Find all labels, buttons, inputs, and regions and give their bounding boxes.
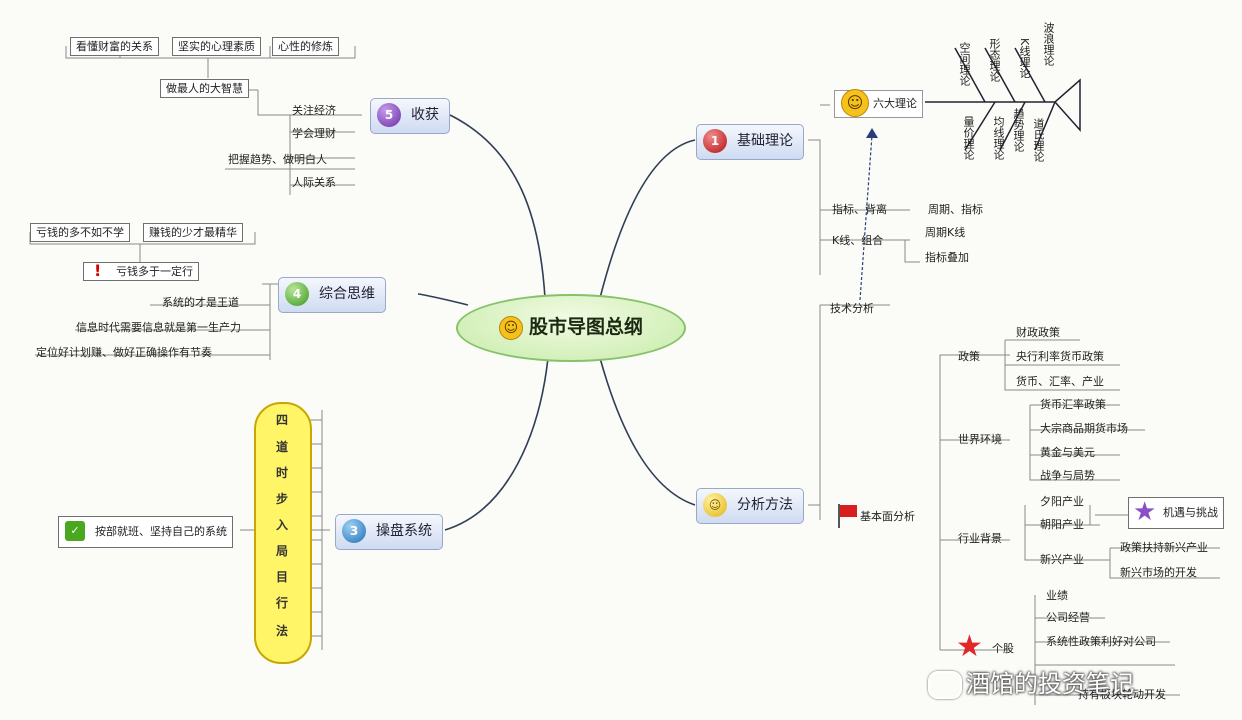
red-flag-icon (836, 504, 858, 528)
central-label: 股市导图总纲 (528, 316, 643, 338)
logo-icon (928, 671, 962, 699)
world-item-4[interactable]: 战争与局势 (1040, 469, 1095, 482)
thinking-top-1[interactable]: 亏钱的多不如不学 (30, 223, 130, 242)
company-item-4[interactable]: 持有板块轮动开发 (1078, 688, 1166, 701)
harvest-item-3[interactable]: 把握趋势、做明白人 (228, 153, 327, 166)
branch-harvest[interactable]: 5 收获 (370, 98, 450, 134)
pill-char-5: 入 (275, 518, 288, 532)
purple-star-icon: ★ (1133, 497, 1157, 527)
harvest-top-2[interactable]: 坚实的心理素质 (172, 37, 261, 56)
company-item-1[interactable]: 业绩 (1046, 589, 1068, 602)
world-item-3[interactable]: 黄金与美元 (1040, 446, 1095, 459)
world-label[interactable]: 世界环境 (958, 433, 1002, 446)
fish-bone-8: 道氏理论 (1032, 118, 1045, 162)
six-theories[interactable]: ☺ 六大理论 (834, 89, 923, 118)
harvest-item-1[interactable]: 关注经济 (292, 104, 336, 117)
red-star-icon: ★ (956, 629, 983, 664)
harvest-mid[interactable]: 做最人的大智慧 (160, 79, 249, 98)
harvest-top-1[interactable]: 看懂财富的关系 (70, 37, 159, 56)
thinking-warn[interactable]: ! 亏钱多于一定行 (83, 262, 199, 281)
theory-row2-value-1[interactable]: 周期K线 (925, 226, 966, 239)
policy-item-2[interactable]: 央行利率货币政策 (1016, 350, 1104, 363)
number-3-icon: 3 (342, 519, 366, 543)
theory-row1-value[interactable]: 周期、指标 (928, 203, 983, 216)
fundamental-analysis[interactable]: 基本面分析 (860, 510, 915, 523)
thinking-warn-label: 亏钱多于一定行 (116, 265, 193, 278)
checkmark-icon: ✓ (65, 521, 85, 541)
branch-analysis-label: 分析方法 (737, 497, 793, 513)
policy-item-3[interactable]: 货币、汇率、产业 (1016, 375, 1104, 388)
branch-theory[interactable]: 1 基础理论 (696, 124, 804, 160)
number-5-icon: 5 (377, 103, 401, 127)
industry-item-3[interactable]: 新兴产业 (1040, 553, 1084, 566)
number-1-icon: 1 (703, 129, 727, 153)
pill-char-6: 局 (275, 544, 288, 558)
technical-analysis[interactable]: 技术分析 (830, 302, 874, 315)
pill-char-9: 法 (275, 624, 288, 638)
industry-item-2[interactable]: 朝阳产业 (1040, 518, 1084, 531)
branch-trading[interactable]: 3 操盘系统 (335, 514, 443, 550)
number-4-icon: 4 (285, 282, 309, 306)
fish-bone-5: 量价理论 (962, 116, 975, 160)
branch-analysis[interactable]: ☺ 分析方法 (696, 488, 804, 524)
company-label[interactable]: 个股 (992, 642, 1014, 655)
emerging-item-1[interactable]: 政策扶持新兴产业 (1120, 541, 1208, 554)
harvest-item-2[interactable]: 学会理财 (292, 127, 336, 140)
pill-char-8: 行 (275, 596, 288, 610)
branch-theory-label: 基础理论 (737, 133, 793, 149)
industry-label[interactable]: 行业背景 (958, 532, 1002, 545)
company-item-3[interactable]: 系统性政策利好对公司 (1046, 635, 1156, 648)
company-item-2[interactable]: 公司经营 (1046, 611, 1090, 624)
branch-thinking-label: 综合思维 (319, 286, 375, 302)
thinking-top-2[interactable]: 赚钱的少才最精华 (143, 223, 243, 242)
central-topic[interactable]: ☺股市导图总纲 (456, 294, 686, 362)
pill-char-7: 目 (275, 570, 288, 584)
opportunity-box[interactable]: ★ 机遇与挑战 (1128, 497, 1224, 529)
thinking-item-2[interactable]: 信息时代需要信息就是第一生产力 (76, 321, 241, 334)
branch-trading-label: 操盘系统 (376, 523, 432, 539)
industry-item-1[interactable]: 夕阳产业 (1040, 495, 1084, 508)
smile-icon: ☺ (703, 493, 727, 517)
fish-bone-7: 趋势理论 (1012, 108, 1025, 152)
fish-bone-4: 波浪理论 (1042, 22, 1055, 66)
emerging-item-2[interactable]: 新兴市场的开发 (1120, 566, 1197, 579)
theory-row2-value-2[interactable]: 指标叠加 (925, 251, 969, 264)
thinking-item-3[interactable]: 定位好计划赚、做好正确操作有节奏 (36, 346, 212, 359)
smile-icon: ☺ (498, 315, 523, 340)
policy-item-1[interactable]: 财政政策 (1016, 326, 1060, 339)
fish-bone-1: 空间理论 (958, 42, 971, 86)
world-item-1[interactable]: 货币汇率政策 (1040, 398, 1106, 411)
trading-pill (254, 402, 312, 664)
pill-char-2: 道 (275, 440, 288, 454)
trading-check-label: 按部就班、坚持自己的系统 (95, 525, 227, 538)
theory-row2-label[interactable]: K线、组合 (832, 234, 884, 247)
opportunity-label: 机遇与挑战 (1163, 506, 1218, 519)
trading-check[interactable]: ✓ 按部就班、坚持自己的系统 (58, 516, 233, 548)
fish-bone-2: 形态理论 (988, 38, 1001, 82)
world-item-2[interactable]: 大宗商品期货市场 (1040, 422, 1128, 435)
branch-thinking[interactable]: 4 综合思维 (278, 277, 386, 313)
fish-bone-3: K线理论 (1018, 38, 1031, 79)
thinking-item-1[interactable]: 系统的才是王道 (162, 296, 239, 309)
laugh-icon: ☺ (841, 89, 869, 117)
fish-bone-6: 均线理论 (992, 116, 1005, 160)
harvest-item-4[interactable]: 人际关系 (292, 176, 336, 189)
pill-char-4: 步 (275, 492, 288, 506)
watermark: 酒馆的投资笔记 (928, 664, 1134, 699)
harvest-top-3[interactable]: 心性的修炼 (272, 37, 339, 56)
exclamation-icon: ! (94, 261, 102, 280)
pill-char-3: 时 (275, 466, 288, 480)
watermark-text: 酒馆的投资笔记 (966, 670, 1134, 698)
theory-row1-label[interactable]: 指标、背离 (832, 203, 887, 216)
policy-label[interactable]: 政策 (958, 350, 980, 363)
branch-harvest-label: 收获 (411, 107, 439, 123)
pill-char-1: 四 (275, 413, 288, 427)
six-theories-label: 六大理论 (873, 97, 917, 110)
